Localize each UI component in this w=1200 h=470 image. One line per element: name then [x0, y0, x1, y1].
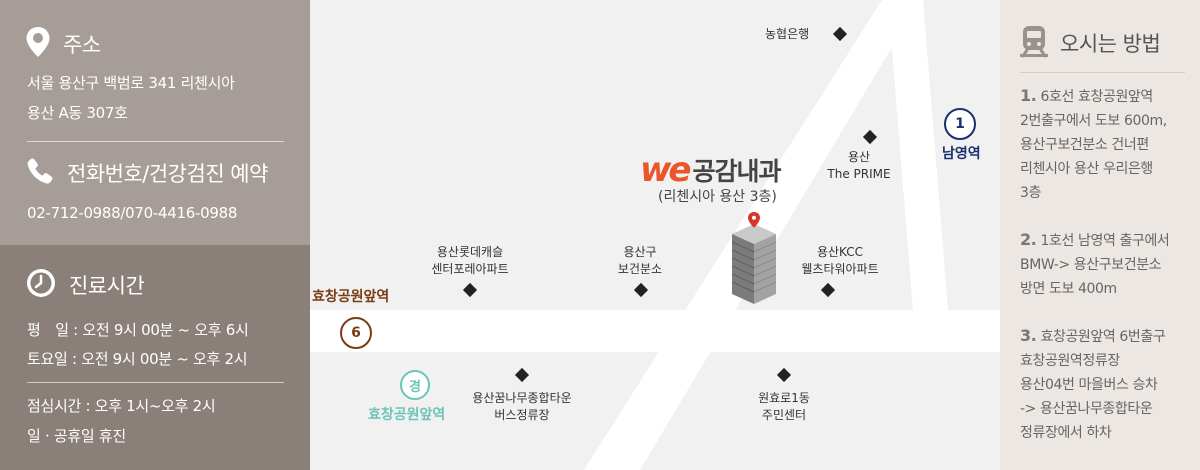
clinic-logo-mark: we [640, 150, 692, 190]
landmark-prime-label: 용산 The PRIME [827, 150, 891, 181]
info-panel: 주소 서울 용산구 백범로 341 리첸시아 용산 A동 307호 전화번호/건… [0, 0, 310, 470]
phone-number[interactable]: 02-712-0988/070-4416-0988 [27, 204, 238, 222]
clinic-logo: we 공감내과 [640, 150, 782, 190]
directions-panel: 오시는 방법 1. 6호선 효창공원앞역 2번출구에서 도보 600m, 용산구… [1000, 0, 1200, 470]
landmark-health-label: 용산구 보건분소 [617, 245, 663, 276]
clinic-sub: (리첸시아 용산 3층) [658, 189, 777, 205]
direction-step-1: 1. 6호선 효창공원앞역 2번출구에서 도보 600m, 용산구보건분소 건너… [1020, 86, 1167, 201]
phone-icon [25, 156, 55, 190]
line6-station-badge: 6 [340, 317, 372, 349]
train-icon [1018, 24, 1050, 62]
hours-weekday: 평 일 : 오전 9시 00분 ~ 오후 6시 [27, 321, 249, 339]
address-line-2: 용산 A동 307호 [27, 104, 128, 122]
divider [1020, 72, 1185, 73]
divider [27, 382, 284, 383]
direction-step-2: 2. 1호선 남영역 출구에서 BMW-> 용산구보건분소 방면 도보 400m [1020, 230, 1170, 297]
contact-section: 주소 서울 용산구 백범로 341 리첸시아 용산 A동 307호 전화번호/건… [0, 0, 310, 245]
divider [27, 141, 284, 142]
directions-header: 오시는 방법 [1018, 24, 1161, 62]
phone-header: 전화번호/건강검진 예약 [25, 156, 268, 190]
gyeongui-station-name: 효창공원앞역 [368, 407, 446, 423]
clinic-name: 공감내과 [692, 157, 781, 186]
address-line-1: 서울 용산구 백범로 341 리첸시아 [27, 74, 235, 92]
landmark-lotte-label: 용산롯데캐슬 센터포레아파트 [431, 245, 509, 276]
clock-icon [25, 267, 57, 303]
landmark-community-label: 원효로1동 주민센터 [758, 391, 810, 422]
location-map[interactable]: 농협은행 용산 The PRIME 1 남영역 we 공감내과 (리첸시아 용산… [310, 0, 1000, 470]
landmark-kcc-label: 용산KCC 웰츠타워아파트 [801, 245, 879, 276]
namyeong-station-name: 남영역 [942, 146, 981, 162]
landmark-nonghyup-label: 농협은행 [765, 27, 810, 41]
hours-saturday: 토요일 : 오전 9시 00분 ~ 오후 2시 [27, 350, 248, 368]
map-pin-icon [25, 26, 51, 62]
hours-closed: 일 · 공휴일 휴진 [27, 427, 126, 445]
gyeongui-station-badge: 경 [400, 370, 430, 400]
direction-step-3: 3. 효창공원앞역 6번출구 효창공원역정류장 용산04번 마을버스 승차 ->… [1020, 326, 1166, 441]
address-title: 주소 [63, 33, 101, 57]
line1-station-badge: 1 [944, 108, 976, 140]
phone-title: 전화번호/건강검진 예약 [67, 162, 268, 186]
hours-lunch: 점심시간 : 오후 1시~오후 2시 [27, 397, 216, 415]
hours-header: 진료시간 [25, 267, 145, 303]
hyochang-station-name: 효창공원앞역 [312, 289, 390, 305]
directions-title: 오시는 방법 [1060, 32, 1161, 56]
hours-section: 진료시간 평 일 : 오전 9시 00분 ~ 오후 6시 토요일 : 오전 9시… [0, 245, 310, 470]
address-header: 주소 [25, 26, 101, 62]
clinic-building-icon [731, 212, 777, 304]
hours-title: 진료시간 [69, 274, 145, 298]
landmark-bus-label: 용산꿈나무종합타운 버스정류장 [472, 391, 572, 422]
